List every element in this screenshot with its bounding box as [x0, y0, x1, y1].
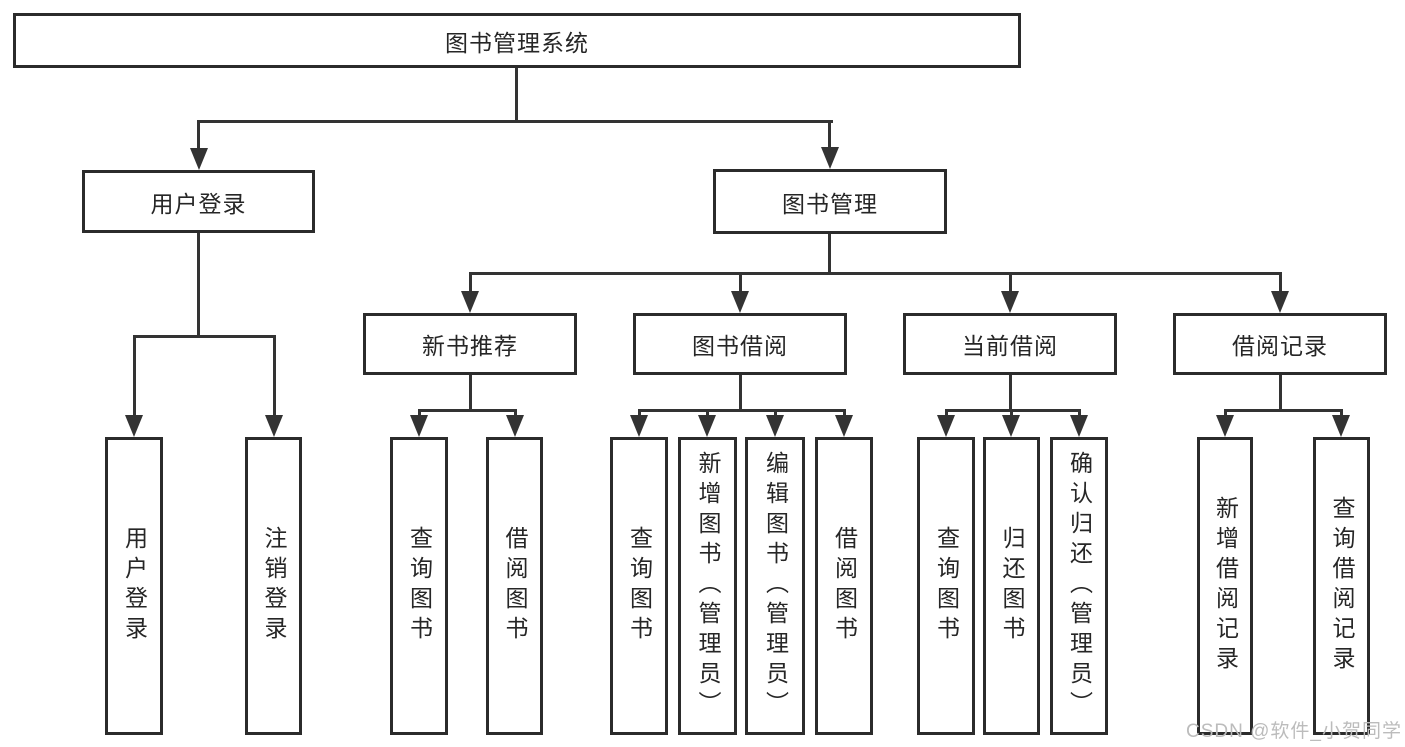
connector-line	[1279, 272, 1282, 293]
arrow-down-icon	[1002, 415, 1020, 437]
leaf-query-books-recommend-label: 查询图书	[406, 526, 433, 646]
connector-line	[1078, 409, 1081, 417]
node-user-login-label: 用户登录	[150, 190, 247, 217]
connector-line	[638, 409, 641, 417]
connector-line	[469, 272, 472, 293]
leaf-user-login-label: 用户登录	[121, 526, 148, 646]
connector-line	[273, 335, 276, 417]
leaf-borrow-books: 借阅图书	[815, 437, 873, 735]
arrow-down-icon	[1332, 415, 1350, 437]
node-user-login: 用户登录	[82, 170, 315, 233]
leaf-return-books: 归还图书	[983, 437, 1040, 735]
node-book-management-label: 图书管理	[782, 190, 878, 217]
connector-line	[739, 272, 742, 293]
leaf-add-borrow-record-label: 新增借阅记录	[1212, 496, 1239, 676]
arrow-down-icon	[630, 415, 648, 437]
connector-line	[1224, 409, 1227, 417]
arrow-down-icon	[1001, 291, 1019, 313]
leaf-logout-label: 注销登录	[261, 526, 287, 646]
arrow-down-icon	[835, 415, 853, 437]
node-borrow-record-label: 借阅记录	[1232, 333, 1328, 359]
connector-line	[418, 409, 421, 417]
leaf-query-borrow-record: 查询借阅记录	[1313, 437, 1370, 735]
arrow-down-icon	[731, 291, 749, 313]
connector-line	[197, 120, 200, 150]
node-root-label: 图书管理系统	[445, 29, 589, 56]
connector-line	[197, 120, 833, 123]
leaf-borrow-books-recommend-label: 借阅图书	[502, 526, 528, 646]
connector-line	[133, 335, 136, 417]
leaf-borrow-books-label: 借阅图书	[831, 526, 858, 646]
connector-line	[774, 409, 777, 417]
arrow-down-icon	[821, 147, 839, 169]
node-new-book-recommend-label: 新书推荐	[422, 333, 518, 359]
connector-line	[469, 375, 472, 409]
leaf-query-books-borrow-label: 查询图书	[626, 526, 653, 646]
arrow-down-icon	[937, 415, 955, 437]
watermark: CSDN @软件_小贺同学	[1186, 721, 1402, 742]
leaf-logout: 注销登录	[245, 437, 302, 735]
node-book-management: 图书管理	[713, 169, 947, 234]
leaf-borrow-books-recommend: 借阅图书	[486, 437, 543, 735]
leaf-add-borrow-record: 新增借阅记录	[1197, 437, 1253, 735]
leaf-edit-books-admin-label: 编辑图书（管理员）	[762, 451, 789, 721]
leaf-edit-books-admin: 编辑图书（管理员）	[745, 437, 805, 735]
leaf-confirm-return-admin: 确认归还（管理员）	[1050, 437, 1108, 735]
connector-line	[1009, 272, 1012, 293]
connector-line	[1010, 409, 1013, 417]
connector-line	[638, 409, 846, 412]
arrow-down-icon	[1271, 291, 1289, 313]
leaf-query-borrow-record-label: 查询借阅记录	[1329, 496, 1355, 676]
node-book-borrow: 图书借阅	[633, 313, 847, 375]
arrow-down-icon	[410, 415, 428, 437]
node-new-book-recommend: 新书推荐	[363, 313, 577, 375]
arrow-down-icon	[1216, 415, 1234, 437]
connector-line	[515, 68, 518, 122]
connector-line	[828, 120, 831, 150]
connector-line	[1340, 409, 1343, 417]
leaf-user-login: 用户登录	[105, 437, 163, 735]
leaf-query-books-borrow: 查询图书	[610, 437, 668, 735]
leaf-add-books-admin: 新增图书（管理员）	[678, 437, 737, 735]
arrow-down-icon	[265, 415, 283, 437]
arrow-down-icon	[125, 415, 143, 437]
node-borrow-record: 借阅记录	[1173, 313, 1387, 375]
leaf-query-books-recommend: 查询图书	[390, 437, 448, 735]
connector-line	[706, 409, 709, 417]
connector-line	[1009, 375, 1012, 409]
arrow-down-icon	[461, 291, 479, 313]
connector-line	[1279, 375, 1282, 409]
leaf-add-books-admin-label: 新增图书（管理员）	[695, 451, 721, 721]
connector-line	[197, 233, 200, 335]
connector-line	[469, 272, 1281, 275]
arrow-down-icon	[698, 415, 716, 437]
leaf-query-books-current-label: 查询图书	[933, 526, 960, 646]
node-root: 图书管理系统	[13, 13, 1021, 68]
connector-line	[739, 375, 742, 409]
connector-line	[514, 409, 517, 417]
leaf-query-books-current: 查询图书	[917, 437, 975, 735]
leaf-confirm-return-admin-label: 确认归还（管理员）	[1066, 451, 1093, 721]
node-current-borrow: 当前借阅	[903, 313, 1117, 375]
connector-line	[843, 409, 846, 417]
arrow-down-icon	[190, 148, 208, 170]
connector-line	[945, 409, 948, 417]
connector-line	[133, 335, 276, 338]
arrow-down-icon	[766, 415, 784, 437]
connector-line	[828, 234, 831, 272]
connector-line	[418, 409, 517, 412]
leaf-return-books-label: 归还图书	[999, 526, 1025, 646]
connector-line	[1224, 409, 1343, 412]
arrow-down-icon	[1070, 415, 1088, 437]
node-current-borrow-label: 当前借阅	[962, 333, 1058, 359]
arrow-down-icon	[506, 415, 524, 437]
node-book-borrow-label: 图书借阅	[692, 333, 788, 359]
